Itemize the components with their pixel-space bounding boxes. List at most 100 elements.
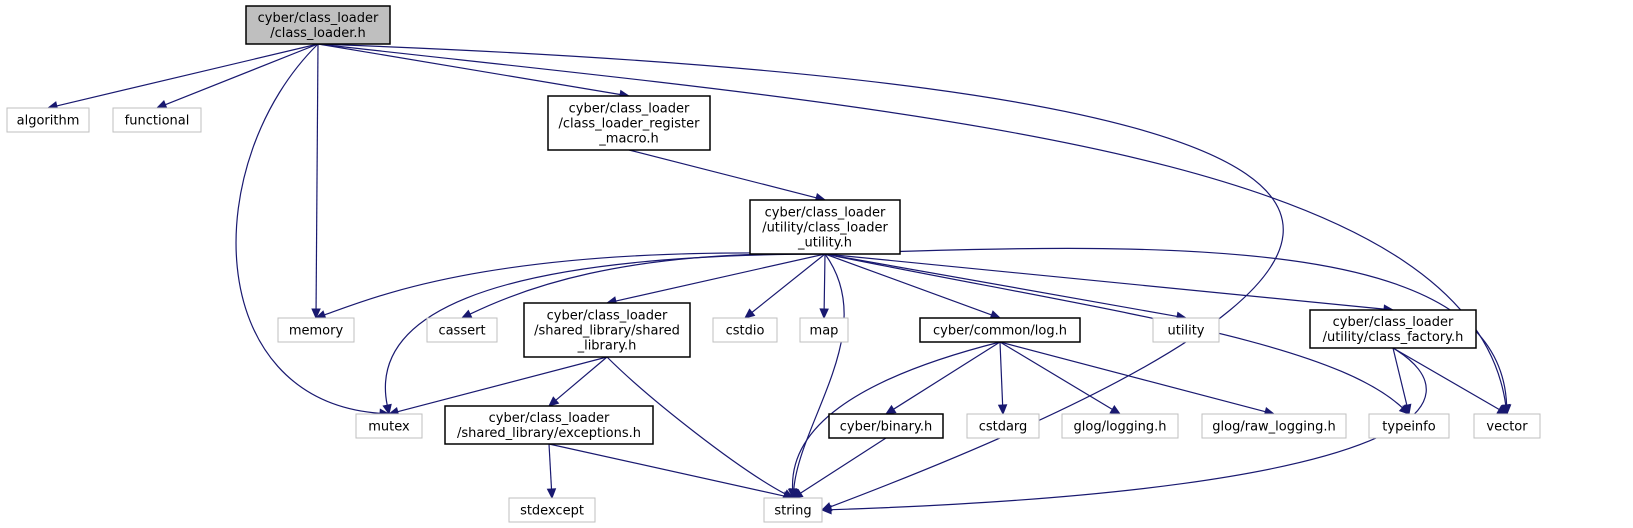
edge-line xyxy=(317,43,1507,406)
edge-exceptions-to-stdexcept xyxy=(546,443,557,500)
arrowhead-icon xyxy=(884,404,897,415)
edge-class_factory-to-typeinfo xyxy=(1392,347,1412,416)
arrowhead-icon xyxy=(791,488,804,499)
arrowhead-icon xyxy=(155,100,168,109)
edge-log-to-binary xyxy=(884,341,1001,415)
node-label-line: /utility/class_factory.h xyxy=(1323,330,1464,345)
edge-line xyxy=(235,43,381,414)
edge-exceptions-to-string xyxy=(548,443,795,501)
edge-line xyxy=(800,437,887,494)
node-binary[interactable]: cyber/binary.h xyxy=(828,413,944,439)
edge-utility_h-to-cstdio xyxy=(744,253,826,319)
edge-line xyxy=(893,341,1001,410)
edges-layer xyxy=(46,43,1512,515)
node-label-line: stdexcept xyxy=(520,504,584,519)
node-utility-h[interactable]: cyber/class_loader/utility/class_loader_… xyxy=(749,199,901,255)
node-label-line: _library.h xyxy=(577,339,637,354)
node-register-macro[interactable]: cyber/class_loader/class_loader_register… xyxy=(547,95,711,151)
edge-line xyxy=(824,247,1508,406)
edge-line xyxy=(824,253,992,316)
node-typeinfo: typeinfo xyxy=(1368,413,1450,439)
node-label-line: /utility/class_loader xyxy=(762,221,888,236)
node-box xyxy=(763,497,823,523)
node-label-line: cyber/class_loader xyxy=(258,11,379,26)
node-box xyxy=(1152,317,1220,343)
node-glog-logging: glog/logging.h xyxy=(1061,413,1179,439)
node-label-line: typeinfo xyxy=(1382,420,1435,435)
edge-line xyxy=(165,43,319,106)
node-label-line: glog/logging.h xyxy=(1074,420,1167,435)
node-shared-library[interactable]: cyber/class_loader/shared_library/shared… xyxy=(523,302,691,358)
arrowhead-icon xyxy=(546,488,557,500)
edge-line xyxy=(628,149,817,199)
node-box xyxy=(828,413,944,439)
node-label-line: /class_loader.h xyxy=(270,26,365,41)
edge-line xyxy=(397,356,608,413)
node-exceptions[interactable]: cyber/class_loader/shared_library/except… xyxy=(444,405,654,445)
node-label-line: _macro.h xyxy=(598,132,658,147)
node-box xyxy=(1473,413,1541,439)
edge-line xyxy=(317,43,1284,508)
edge-line xyxy=(824,253,1385,310)
edge-line xyxy=(615,253,826,302)
node-vector: vector xyxy=(1473,413,1541,439)
edge-line xyxy=(56,43,319,107)
node-label-line: mutex xyxy=(368,420,410,435)
edge-log-to-glog_logging xyxy=(999,341,1122,415)
node-box xyxy=(749,199,901,255)
edge-line xyxy=(823,253,826,310)
node-cassert: cassert xyxy=(426,317,498,343)
node-label-line: cyber/class_loader xyxy=(489,411,610,426)
arrowhead-icon xyxy=(820,504,832,515)
edge-line xyxy=(606,356,786,495)
node-box xyxy=(277,317,355,343)
node-box xyxy=(245,5,391,45)
edge-line xyxy=(1392,347,1500,411)
node-label-line: glog/raw_logging.h xyxy=(1212,420,1335,435)
node-label-line: cyber/class_loader xyxy=(1333,315,1454,330)
edge-line xyxy=(824,253,1178,318)
node-box xyxy=(508,497,596,523)
arrowhead-icon xyxy=(787,488,798,500)
edge-utility_h-to-utility xyxy=(824,253,1188,322)
node-map: map xyxy=(799,317,849,343)
arrowhead-icon xyxy=(382,403,392,416)
node-label-line: vector xyxy=(1486,420,1528,435)
node-glog-raw: glog/raw_logging.h xyxy=(1201,413,1347,439)
edge-line xyxy=(1392,347,1408,406)
node-label-line: /shared_library/exceptions.h xyxy=(457,426,641,441)
node-functional: functional xyxy=(112,107,202,133)
node-utility: utility xyxy=(1152,317,1220,343)
edge-line xyxy=(324,252,826,316)
edge-line xyxy=(830,347,1427,511)
edge-utility_h-to-log xyxy=(824,253,1002,320)
edge-class_factory-to-string xyxy=(820,347,1427,515)
node-label-line: algorithm xyxy=(17,114,80,129)
node-label-line: /shared_library/shared xyxy=(534,324,680,339)
node-label-line: cyber/common/log.h xyxy=(933,324,1067,339)
edge-line xyxy=(751,253,826,313)
edge-line xyxy=(999,341,1266,413)
node-label-line: cyber/class_loader xyxy=(569,102,690,117)
edge-log-to-string xyxy=(787,341,1001,500)
node-label-line: cassert xyxy=(438,324,485,339)
edge-utility_h-to-vector xyxy=(824,247,1512,416)
node-box xyxy=(112,107,202,133)
arrowhead-icon xyxy=(744,308,756,319)
edge-line xyxy=(555,356,608,401)
node-box xyxy=(1201,413,1347,439)
node-box xyxy=(444,405,654,445)
node-box xyxy=(919,317,1081,343)
node-log[interactable]: cyber/common/log.h xyxy=(919,317,1081,343)
node-class-factory[interactable]: cyber/class_loader/utility/class_factory… xyxy=(1309,309,1477,349)
arrowhead-icon xyxy=(1109,405,1122,415)
node-box xyxy=(966,413,1040,439)
node-box xyxy=(426,317,498,343)
node-label-line: cyber/class_loader xyxy=(547,309,668,324)
node-label-line: memory xyxy=(289,324,344,339)
node-box xyxy=(1368,413,1450,439)
nodes-layer: cyber/class_loader/class_loader.halgorit… xyxy=(6,5,1541,523)
node-cstdarg: cstdarg xyxy=(966,413,1040,439)
arrowhead-icon xyxy=(1501,404,1512,416)
node-root[interactable]: cyber/class_loader/class_loader.h xyxy=(245,5,391,45)
